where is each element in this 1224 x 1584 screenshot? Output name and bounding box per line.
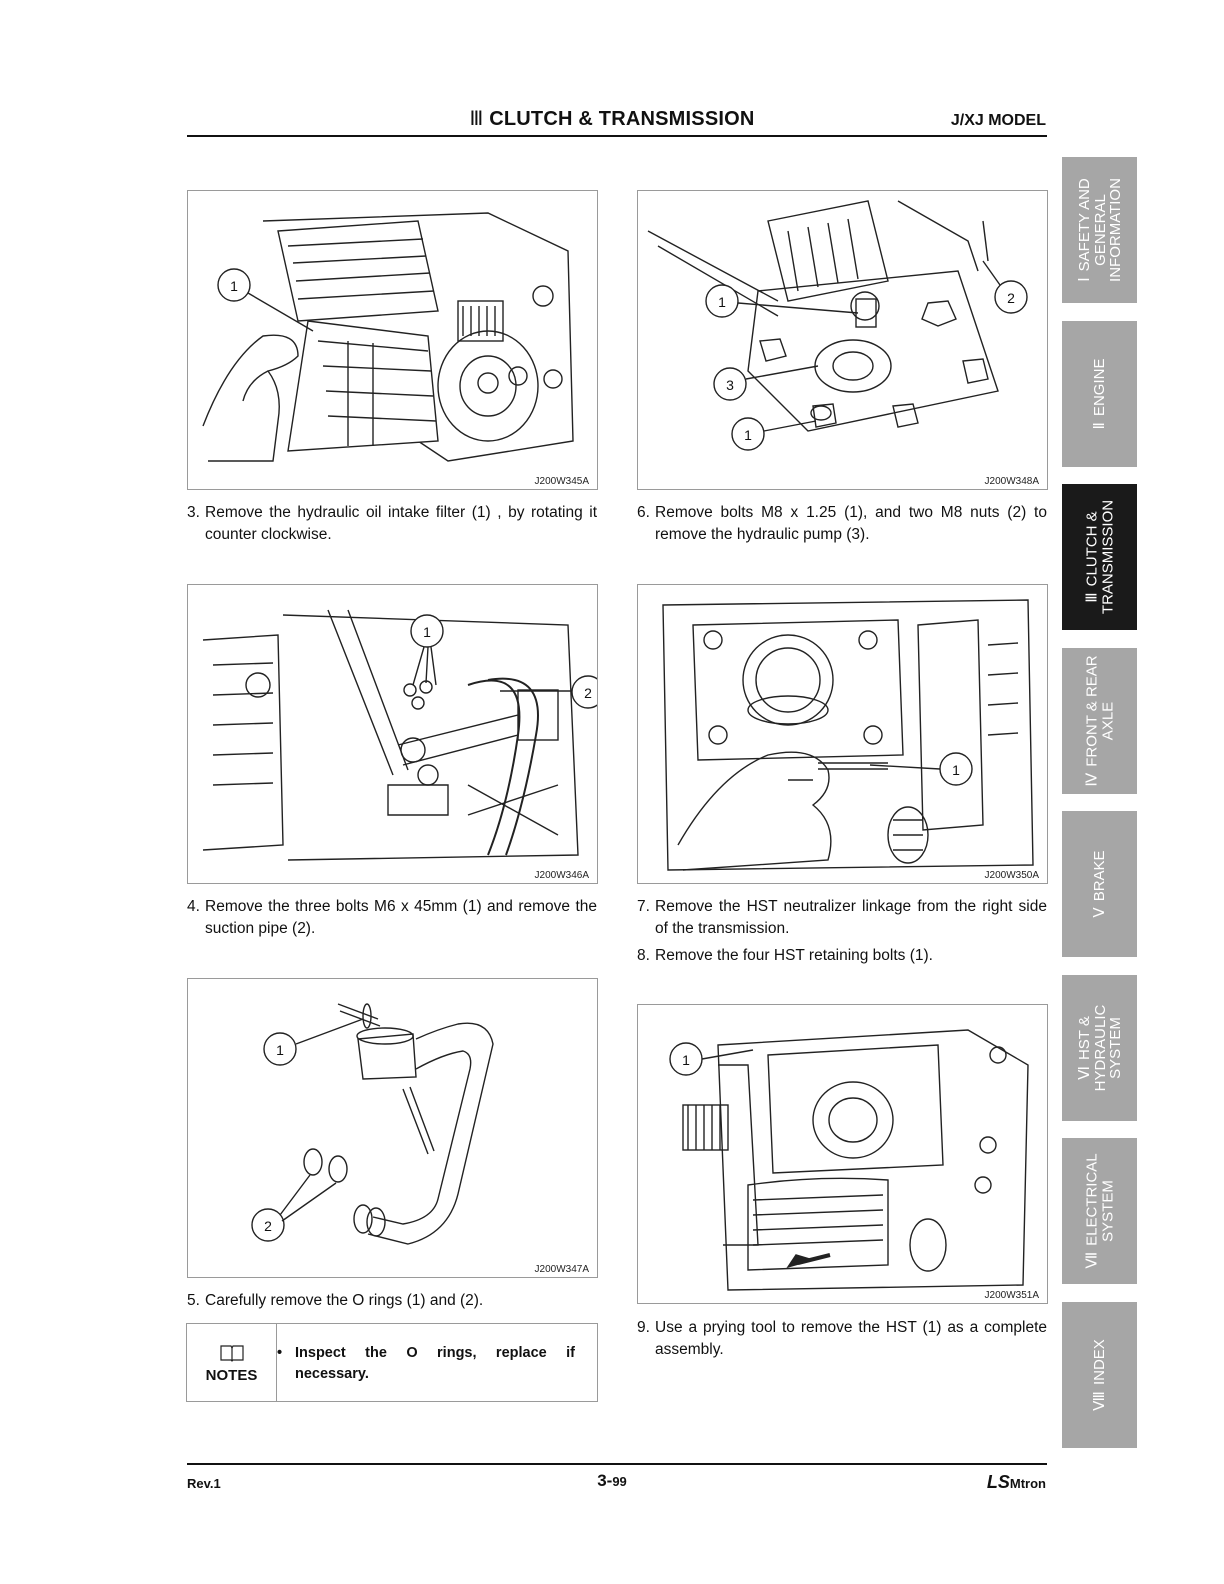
step-text: Remove the three bolts M6 x 45mm (1) and… — [205, 898, 597, 937]
header-divider — [187, 135, 1047, 137]
footer-divider — [187, 1463, 1047, 1465]
side-tab-brake[interactable]: Ⅴ BRAKE — [1062, 811, 1137, 957]
step-number: 5. — [187, 1292, 200, 1309]
callout-1: 1 — [423, 624, 431, 640]
figure-code: J200W347A — [534, 1264, 589, 1275]
tab-numeral: Ⅶ — [1084, 1251, 1100, 1269]
callout-1: 1 — [718, 294, 726, 310]
step-7: 7. Remove the HST neutralizer linkage fr… — [637, 896, 1047, 940]
step-9: 9. Use a prying tool to remove the HST (… — [637, 1317, 1047, 1361]
step-number: 8. — [637, 947, 650, 964]
pump-removal-illustration: 1 2 3 1 — [647, 200, 1028, 451]
tab-numeral: Ⅷ — [1091, 1391, 1108, 1411]
notes-box: NOTES • Inspect the O rings, replace if … — [186, 1323, 598, 1402]
side-tab-clutch-transmission[interactable]: ⅢCLUTCH & TRANSMISSION — [1062, 484, 1137, 630]
figure-suction-pipe: 1 2 J200W346A — [187, 584, 598, 884]
section-title-text: CLUTCH & TRANSMISSION — [489, 108, 755, 130]
figure-hydraulic-pump: 1 2 3 1 J200W348A — [637, 190, 1048, 490]
figure-hst-assembly: 1 J200W351A — [637, 1004, 1048, 1304]
step-text: Carefully remove the O rings (1) and (2)… — [205, 1292, 484, 1309]
figure-code: J200W348A — [984, 476, 1039, 487]
hst-bolts-illustration: 1 — [662, 599, 1034, 871]
page-number: 3-99 — [0, 1471, 1224, 1491]
page-section: 3- — [597, 1471, 613, 1490]
figure-code: J200W351A — [984, 1290, 1039, 1301]
revision-label: Rev.1 — [187, 1476, 221, 1491]
figure-o-rings: 1 2 J200W347A — [187, 978, 598, 1278]
book-icon — [220, 1345, 244, 1362]
callout-1: 1 — [682, 1052, 690, 1068]
figure-hst-bolts: 1 J200W350A — [637, 584, 1048, 884]
side-tab-index[interactable]: Ⅷ INDEX — [1062, 1302, 1137, 1448]
step-5: 5. Carefully remove the O rings (1) and … — [187, 1290, 597, 1312]
side-tab-engine[interactable]: Ⅱ ENGINE — [1062, 321, 1137, 467]
brand-logo: LSMtron — [987, 1472, 1046, 1493]
step-number: 9. — [637, 1319, 650, 1336]
tab-label: INDEX — [1090, 1339, 1108, 1386]
brand-mark: LS — [986, 1472, 1010, 1492]
side-tab-hst-hydraulic[interactable]: ⅥHST & HYDRAULIC SYSTEM — [1062, 975, 1137, 1121]
notes-text: • Inspect the O rings, replace if necess… — [277, 1343, 575, 1385]
callout-3: 3 — [726, 377, 734, 393]
step-text: Remove the four HST retaining bolts (1). — [655, 947, 933, 964]
step-4: 4. Remove the three bolts M6 x 45mm (1) … — [187, 896, 597, 940]
callout-1: 1 — [952, 762, 960, 778]
brand-suffix: Mtron — [1009, 1476, 1046, 1491]
step-6: 6. Remove bolts M8 x 1.25 (1), and two M… — [637, 502, 1047, 546]
filter-removal-illustration: 1 — [202, 212, 574, 462]
step-text: Remove bolts M8 x 1.25 (1), and two M8 n… — [655, 504, 1047, 543]
step-text: Remove the HST neutralizer linkage from … — [655, 898, 1047, 937]
notes-label-cell: NOTES — [187, 1324, 277, 1401]
page-number-value: 99 — [612, 1474, 627, 1489]
section-numeral: Ⅲ — [469, 108, 484, 130]
hst-assembly-illustration: 1 — [669, 1029, 1029, 1291]
callout-1-lower: 1 — [744, 427, 752, 443]
figure-code: J200W346A — [534, 870, 589, 881]
tab-label: FRONT & REAR AXLE — [1083, 655, 1116, 767]
tab-label: BRAKE — [1090, 850, 1108, 902]
callout-2: 2 — [584, 685, 592, 701]
o-rings-illustration: 1 2 — [251, 1003, 494, 1245]
figure-oil-filter: 1 J200W345A — [187, 190, 598, 490]
side-tab-axle[interactable]: Ⅳ FRONT & REAR AXLE — [1062, 648, 1137, 794]
step-text: Remove the hydraulic oil intake filter (… — [205, 504, 597, 543]
tab-numeral: Ⅴ — [1091, 907, 1108, 918]
figure-code: J200W345A — [534, 476, 589, 487]
step-number: 7. — [637, 898, 650, 915]
tab-numeral: Ⅰ — [1076, 277, 1093, 282]
tab-label: SAFETY AND GENERAL INFORMATION — [1075, 178, 1124, 282]
step-number: 3. — [187, 504, 200, 521]
step-number: 6. — [637, 504, 650, 521]
tab-label: ENGINE — [1090, 358, 1108, 417]
side-tab-electrical[interactable]: Ⅶ ELECTRICAL SYSTEM — [1062, 1138, 1137, 1284]
callout-1: 1 — [276, 1042, 284, 1058]
notes-bullet: • — [277, 1345, 283, 1361]
tab-numeral: Ⅲ — [1084, 592, 1100, 603]
tab-numeral: Ⅱ — [1091, 422, 1108, 430]
model-label: J/XJ MODEL — [950, 112, 1046, 129]
section-title: Ⅲ CLUTCH & TRANSMISSION — [0, 106, 1224, 131]
callout-1: 1 — [230, 278, 238, 294]
tab-numeral: Ⅳ — [1084, 772, 1100, 787]
notes-text-content: Inspect the O rings, replace if necessar… — [295, 1345, 575, 1382]
notes-label: NOTES — [205, 1367, 258, 1384]
step-text: Use a prying tool to remove the HST (1) … — [655, 1319, 1047, 1358]
step-number: 4. — [187, 898, 200, 915]
suction-pipe-illustration: 1 2 — [202, 609, 597, 861]
figure-code: J200W350A — [984, 870, 1039, 881]
tab-numeral: Ⅵ — [1076, 1066, 1093, 1080]
step-3: 3. Remove the hydraulic oil intake filte… — [187, 502, 597, 546]
step-8: 8. Remove the four HST retaining bolts (… — [637, 945, 1047, 967]
side-tab-safety[interactable]: ⅠSAFETY AND GENERAL INFORMATION — [1062, 157, 1137, 303]
callout-2: 2 — [1007, 290, 1015, 306]
tab-label: ELECTRICAL SYSTEM — [1083, 1153, 1116, 1246]
callout-2: 2 — [264, 1218, 272, 1234]
